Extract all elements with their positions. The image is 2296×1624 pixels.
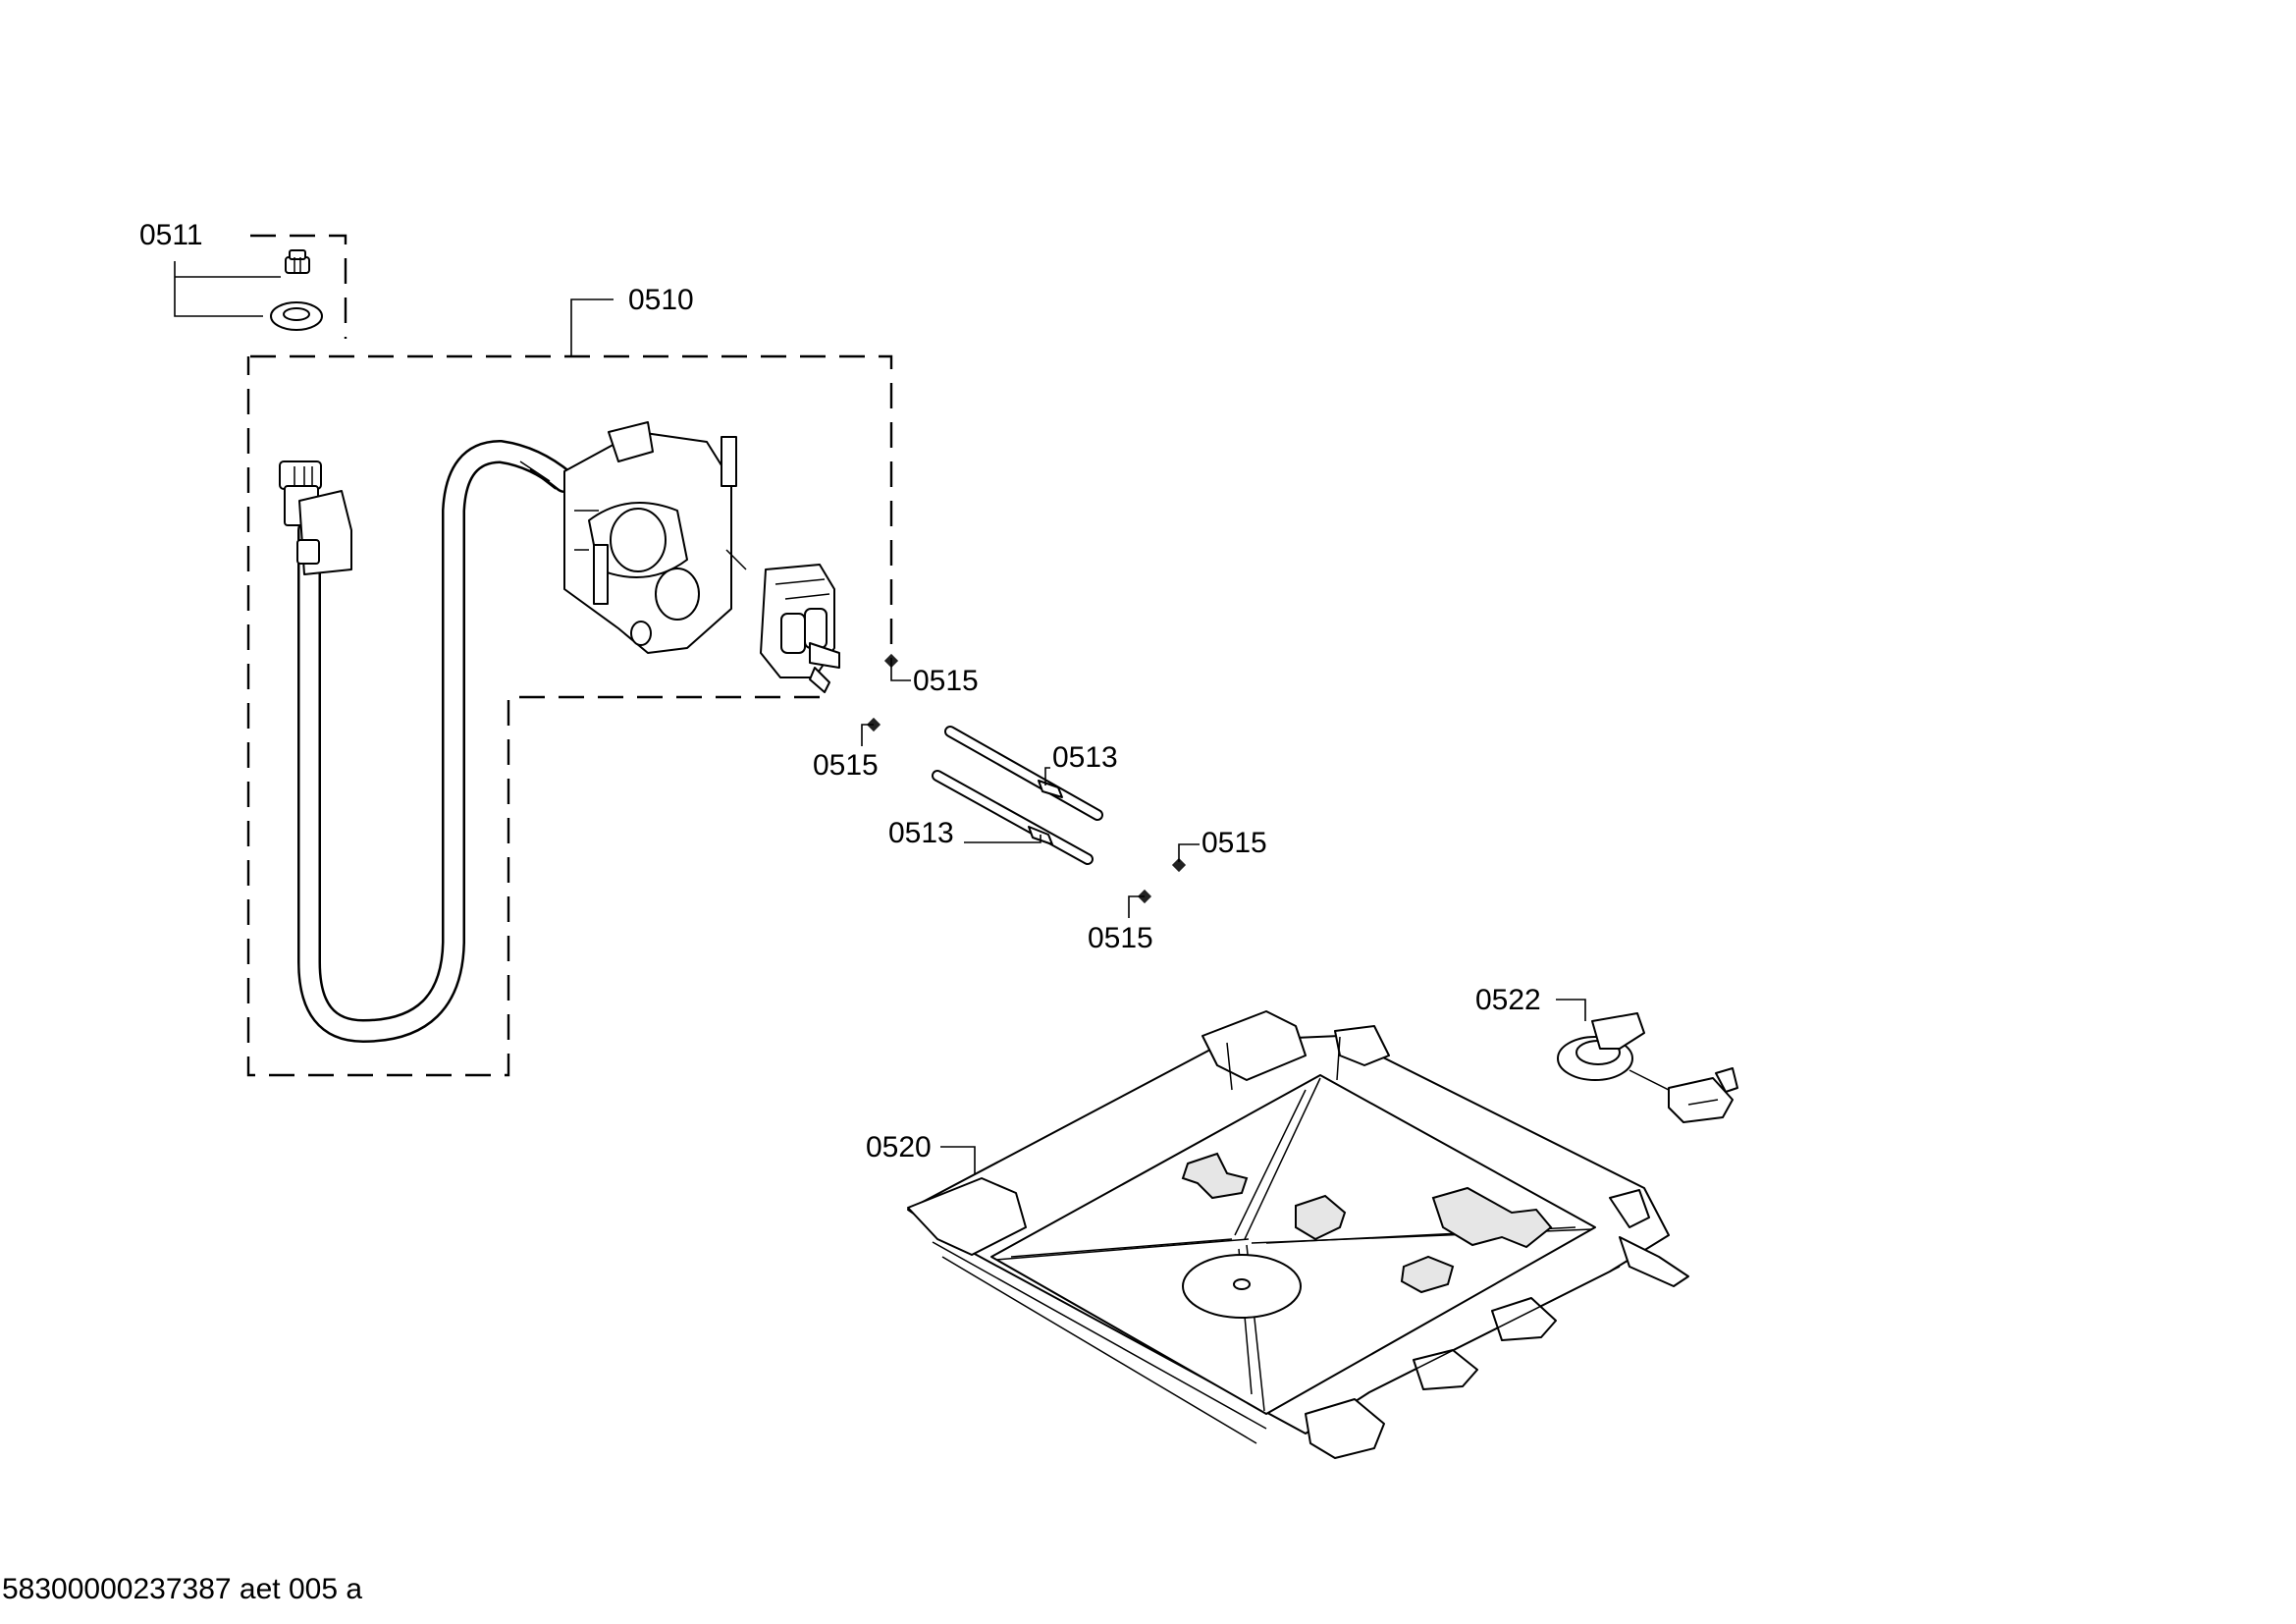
inlet-hose-icon [279,439,576,1044]
group-0511: 0511 [139,219,347,339]
label-0515-c: 0515 [1201,827,1267,859]
leader-0515-c [1178,843,1200,862]
leader-0511 [174,261,281,317]
dashed-boundary-0510 [246,354,893,1077]
label-0515-d: 0515 [1088,922,1153,954]
group-0513: 0513 0513 [888,726,1118,865]
hose-icon [944,726,1103,821]
leader-0515-d [1128,895,1145,918]
group-0510: 0510 [246,284,893,1077]
hose-icon [932,770,1094,865]
inlet-valve-icon [563,421,840,693]
base-tray-icon [907,1010,1689,1459]
label-0515-b: 0515 [813,749,879,782]
document-id: 58300000237387 aet 005 a [2,1573,362,1605]
group-0515-lower: 0515 0515 [1088,827,1267,954]
label-0510: 0510 [628,284,694,316]
dashed-bracket-0511 [250,234,347,339]
leader-0513-b [964,835,1041,843]
leader-0515-b [861,724,874,746]
leader-0522 [1556,999,1586,1021]
group-0515-upper: 0515 0515 [813,653,979,782]
leader-0510 [570,298,614,356]
label-0520: 0520 [866,1131,932,1164]
cap-nut-icon [285,249,310,274]
group-0520: 0520 [866,1010,1689,1459]
hose-clip-icon [1171,857,1187,873]
label-0515-a: 0515 [913,665,979,697]
float-switch-icon [1557,1012,1738,1123]
label-0511: 0511 [139,219,203,251]
leader-0515-a [890,658,911,681]
label-0522: 0522 [1475,984,1541,1016]
label-0513-a: 0513 [1052,741,1118,774]
label-0513-b: 0513 [888,817,954,849]
leader-0513-a [1044,767,1050,785]
group-0522: 0522 [1475,984,1738,1123]
sealing-ring-icon [270,301,323,331]
